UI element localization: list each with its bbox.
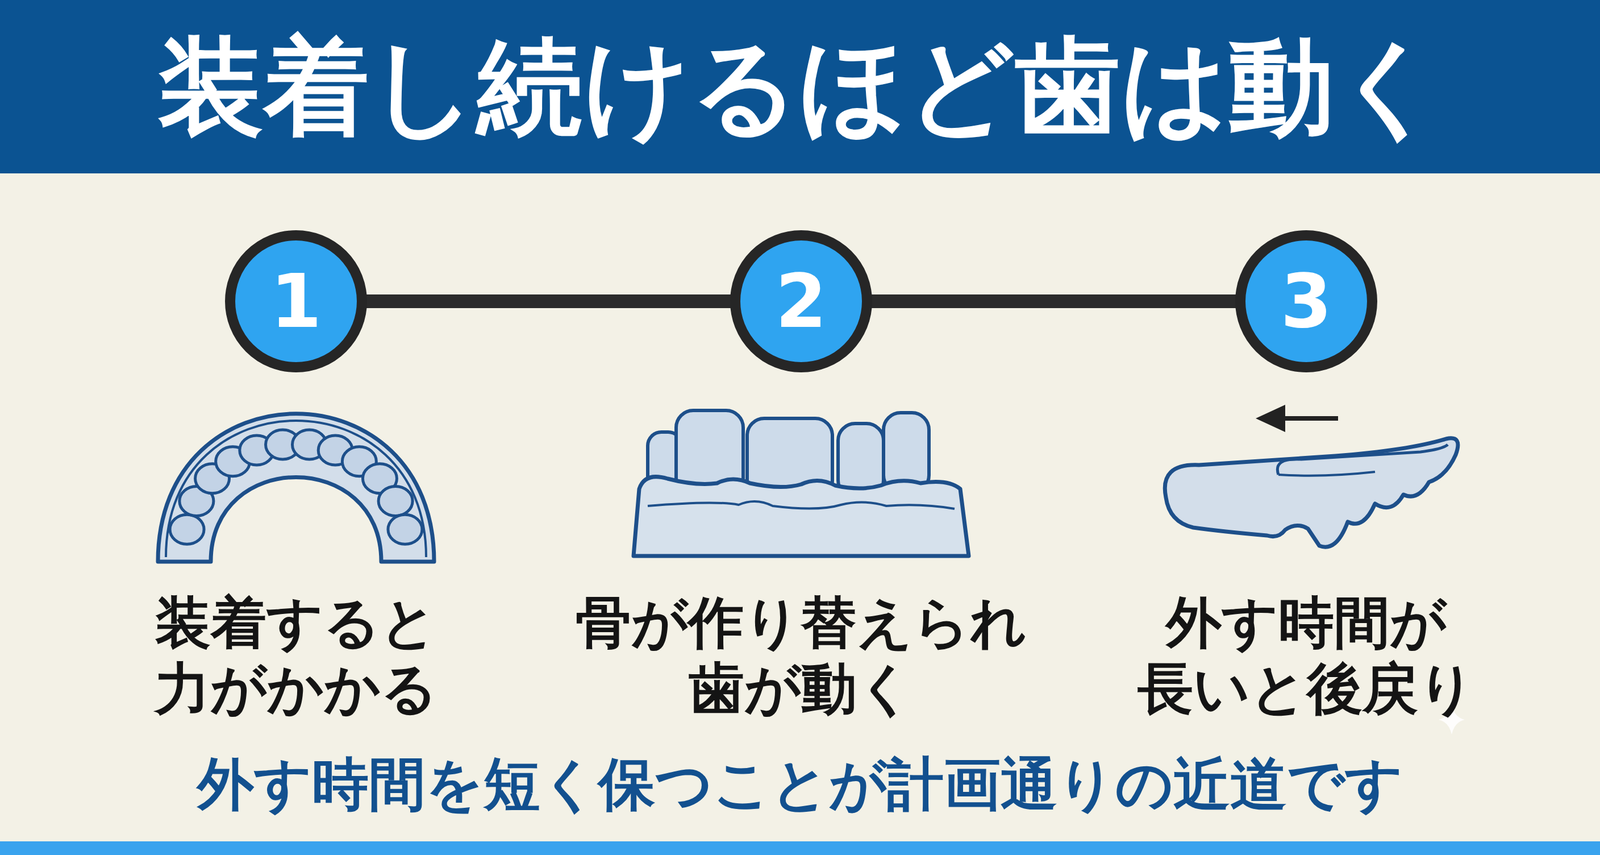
step-circle: 1 xyxy=(224,229,368,373)
tooth xyxy=(388,514,423,544)
caption: 外す時間を短く保つことが計画通りの近道です xyxy=(0,750,1600,819)
step-connector xyxy=(365,294,732,308)
teeth-bone xyxy=(633,410,969,556)
bottom-bar xyxy=(0,840,1600,855)
step-caption: 装着すると 力がかかる xyxy=(45,589,547,722)
aligner-arch xyxy=(157,413,435,562)
step-number: 1 xyxy=(224,229,368,373)
step-caption: 外す時間が 長いと後戻り xyxy=(1055,589,1557,722)
aligner-side xyxy=(1164,404,1458,547)
step-circle: 3 xyxy=(1234,229,1378,373)
step-number: 2 xyxy=(729,229,873,373)
tooth xyxy=(169,514,204,544)
tooth xyxy=(378,485,413,516)
title-box: 装着し続けるほど歯は動く xyxy=(0,0,1600,174)
step-caption: 骨が作り替えられ 歯が動く xyxy=(550,589,1052,722)
step-circle: 2 xyxy=(729,229,873,373)
step-connector xyxy=(870,294,1237,308)
step-number: 3 xyxy=(1234,229,1378,373)
title: 装着し続けるほど歯は動く xyxy=(157,34,1443,140)
